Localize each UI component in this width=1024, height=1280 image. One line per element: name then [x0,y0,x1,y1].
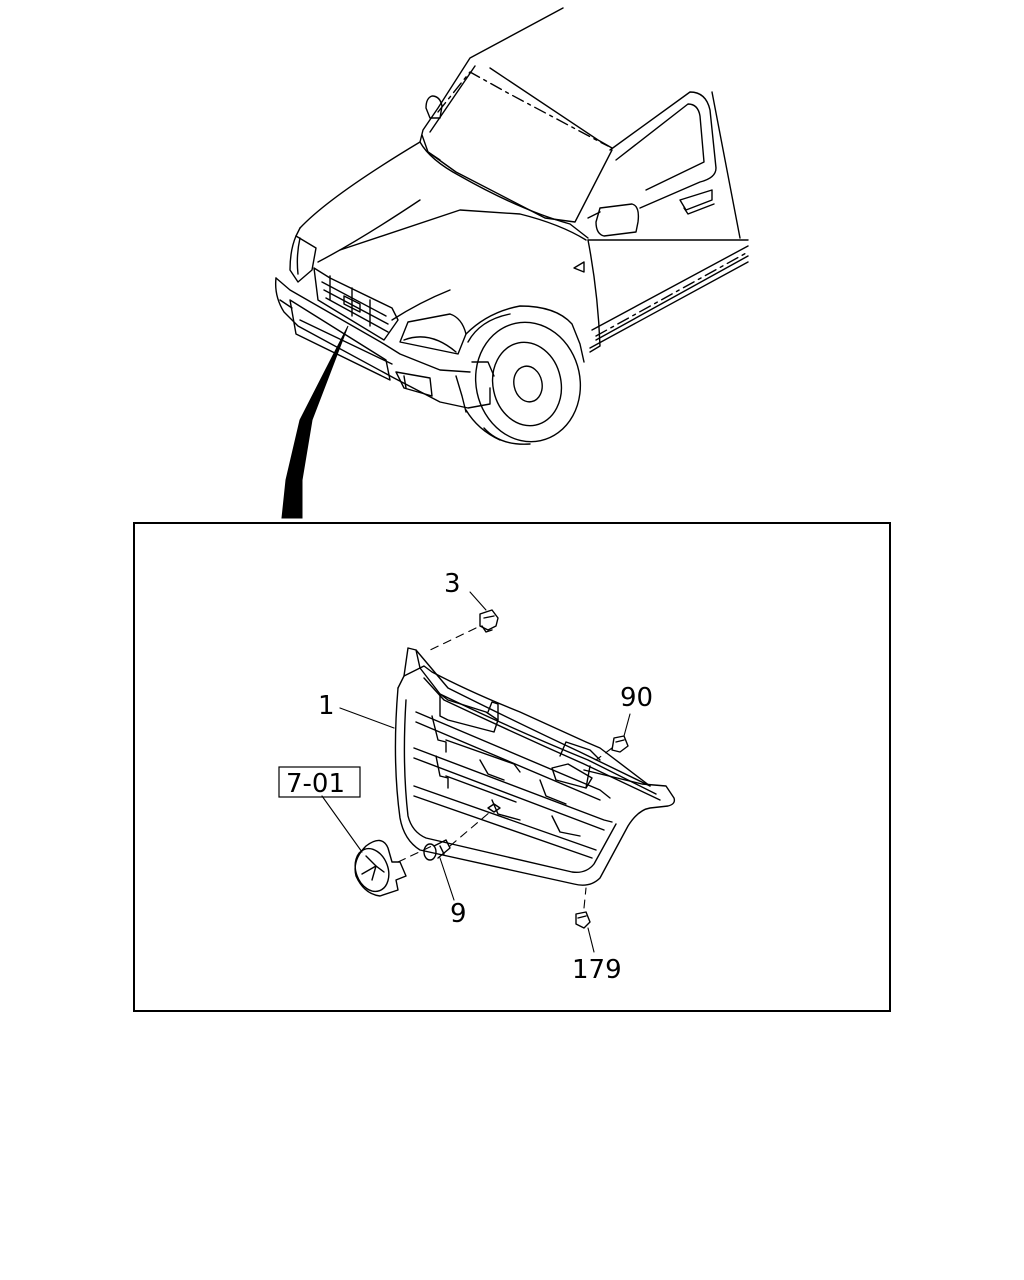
callout-9: 9 [450,899,467,929]
emblem-7-01 [321,795,433,897]
screw-9 [423,811,491,901]
ref-label-7-01: 7-01 [286,769,345,799]
grille-assembly [394,647,676,886]
clip-90 [595,713,631,761]
detail-frame [133,522,891,1012]
callout-1: 1 [318,691,335,721]
leader-1 [339,707,395,729]
vehicle-overview [274,7,749,519]
clip-179 [575,887,595,953]
ref-box-7-01 [278,766,361,798]
callout-3: 3 [444,569,461,599]
callout-90: 90 [620,683,653,713]
detail-pointer [281,325,349,519]
clip-3 [425,591,499,653]
callout-179: 179 [572,955,622,985]
